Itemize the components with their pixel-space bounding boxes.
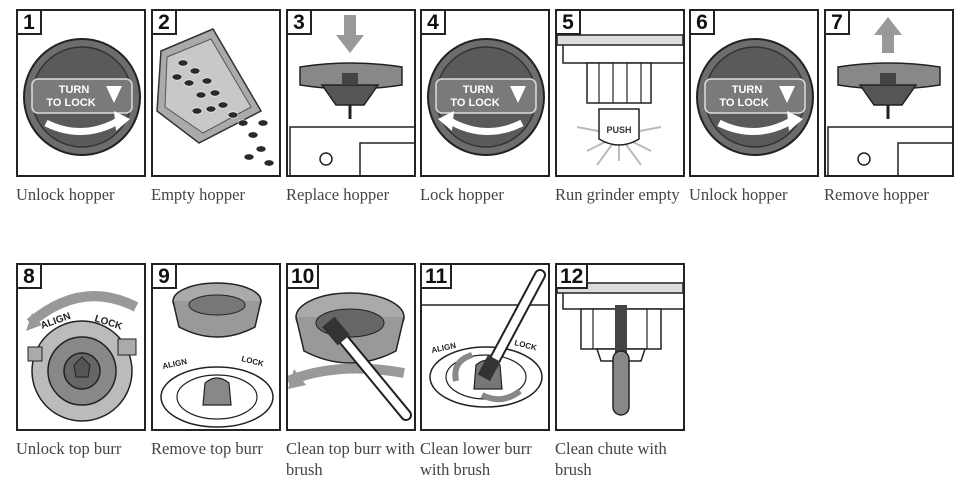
step-9-illustration: 9 ALIGN LOCK [151,263,281,431]
unlock-top-burr-icon: ALIGN LOCK [26,291,139,422]
step-number: 7 [826,11,850,35]
clean-lower-burr-brush-icon: ALIGN LOCK [422,269,548,408]
step-number: 9 [153,265,177,289]
clean-top-burr-brush-icon [288,292,412,421]
step-4: 4 TURN TO LOCK Lock hopper [420,9,550,205]
step-9: 9 ALIGN LOCK Remove top burr [151,263,281,459]
hopper-dial-unlock-icon: TURN TO LOCK [696,38,814,156]
run-grinder-push-icon: PUSH [557,34,683,166]
remove-top-burr-icon: ALIGN LOCK [160,282,274,428]
step-5-illustration: 5 PUSH [555,9,685,177]
dial-text-line2: TO LOCK [450,97,499,109]
dial-text-line2: TO LOCK [719,97,768,109]
step-6: 6 TURN TO LOCK Unlock hopper [689,9,819,205]
step-2: 2 Empty hopper [151,9,281,205]
step-12: 12 Clean chute with brush [555,263,685,480]
clean-chute-brush-icon [557,282,683,416]
step-11: 11 ALIGN LOCK Clean lower burr with brus… [420,263,550,480]
step-10-illustration: 10 [286,263,416,431]
step-1: 1 TURN TO LOCK Unlock hopper [16,9,146,205]
step-number: 8 [18,265,42,289]
remove-hopper-icon [827,17,952,175]
step-caption: Unlock top burr [16,439,122,458]
step-caption: Unlock hopper [16,185,115,204]
step-caption: Remove hopper [824,185,929,204]
align-label: ALIGN [162,357,188,371]
step-number: 12 [557,265,589,289]
step-caption: Clean top burr with brush [286,439,415,479]
empty-hopper-beans-icon [156,28,275,167]
step-4-illustration: 4 TURN TO LOCK [420,9,550,177]
step-caption: Replace hopper [286,185,390,204]
dial-text-line1: TURN [59,84,90,96]
lock-label: LOCK [514,338,538,352]
step-number: 5 [557,11,581,35]
step-caption: Unlock hopper [689,185,788,204]
hopper-dial-lock-icon: TURN TO LOCK [427,38,545,156]
step-number: 3 [288,11,312,35]
hopper-dial-unlock-icon: TURN TO LOCK [23,38,141,156]
step-number: 2 [153,11,177,35]
step-8-illustration: 8 ALIGN LOCK [16,263,146,431]
dial-text-line2: TO LOCK [46,97,95,109]
step-11-illustration: 11 ALIGN LOCK [420,263,550,431]
step-number: 4 [422,11,446,35]
step-caption: Remove top burr [151,439,263,458]
step-2-illustration: 2 [151,9,281,177]
step-8: 8 ALIGN LOCK Unlock top burr [16,263,146,459]
step-7: 7 Remove hopper [824,9,954,205]
dial-text-line1: TURN [732,84,763,96]
dial-text-line1: TURN [463,84,494,96]
step-caption: Clean chute with brush [555,439,667,479]
step-10: 10 Clean top burr with brush [286,263,416,480]
step-12-illustration: 12 [555,263,685,431]
lock-label: LOCK [241,354,265,368]
step-3-illustration: 3 [286,9,416,177]
step-1-illustration: 1 TURN TO LOCK [16,9,146,177]
step-caption: Run grinder empty [555,185,680,204]
step-7-illustration: 7 [824,9,954,177]
step-caption: Empty hopper [151,185,245,204]
step-number: 1 [18,11,42,35]
replace-hopper-icon [289,15,414,175]
step-caption: Clean lower burr with brush [420,439,532,479]
step-number: 11 [422,265,453,289]
step-number: 10 [288,265,320,289]
step-6-illustration: 6 TURN TO LOCK [689,9,819,177]
step-5: 5 PUSH Run grinder empty [555,9,685,205]
step-number: 6 [691,11,715,35]
step-caption: Lock hopper [420,185,504,204]
push-button-label: PUSH [606,125,631,135]
step-3: 3 Replace hopper [286,9,416,205]
